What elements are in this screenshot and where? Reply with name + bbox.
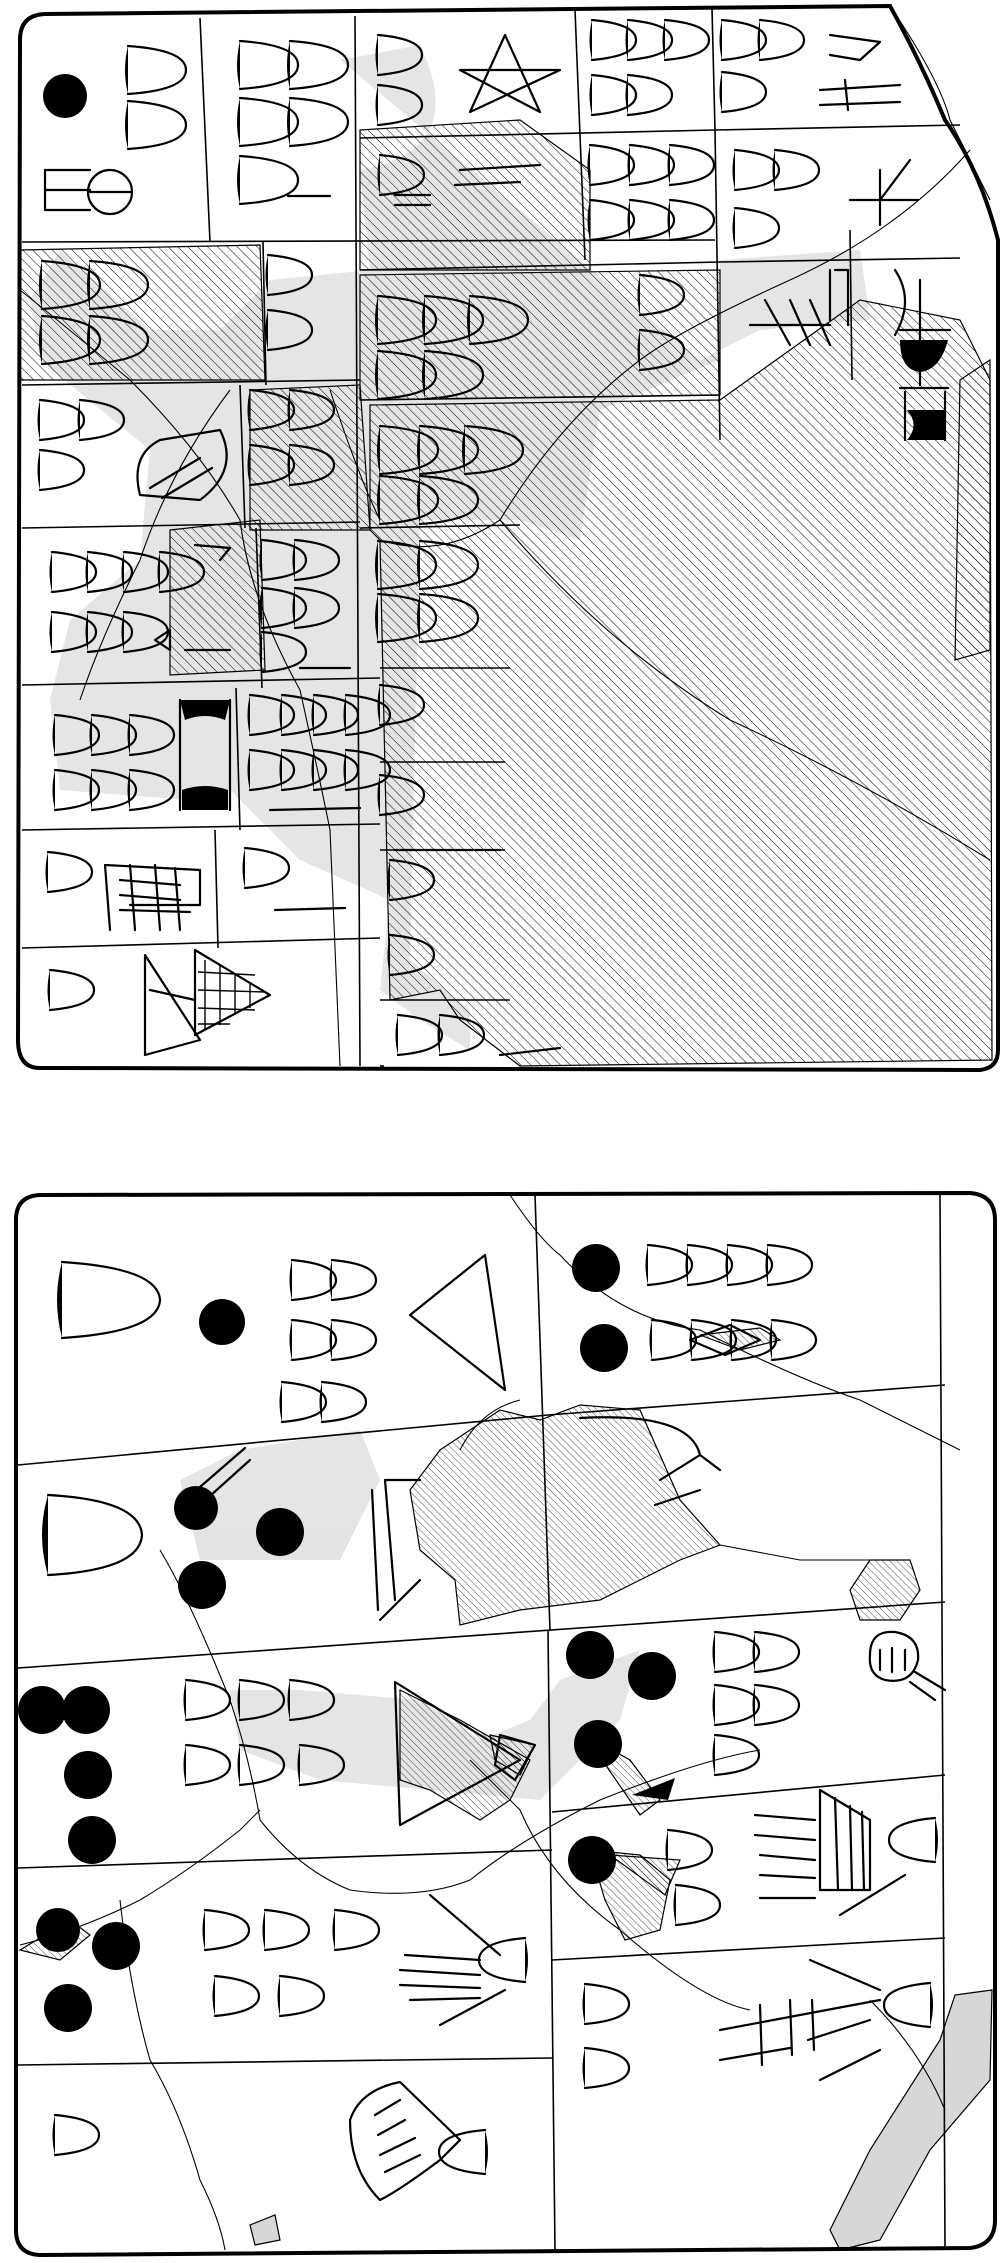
case-18 (258, 538, 352, 674)
reverse-case-rulings (17, 1194, 946, 2251)
case-27 (46, 948, 272, 1057)
case-22 (376, 683, 502, 852)
rev-case-3 (42, 1416, 722, 1622)
reverse-damaged-surface (18, 1327, 993, 2251)
case-28 (394, 1013, 562, 1057)
rev-case-8 (581, 1958, 935, 2090)
case-1 (43, 44, 188, 216)
case-23 (44, 850, 202, 932)
tablet-reverse (14, 1190, 997, 2258)
damaged-surface (19, 119, 993, 1067)
rev-case-5 (566, 1630, 947, 1800)
rev-case-6 (568, 1788, 940, 1927)
rev-case-1 (57, 1253, 507, 1424)
case-13 (893, 268, 952, 442)
obverse-outline (15, 3, 1000, 1073)
case-8 (731, 148, 920, 250)
case-4 (588, 18, 711, 117)
tablet-obverse (15, 3, 1000, 1073)
case-24 (241, 846, 347, 912)
rev-case-9 (51, 2080, 490, 2202)
rev-case-4 (18, 1678, 537, 1864)
case-7 (586, 143, 716, 242)
case-20 (51, 698, 232, 812)
case-14 (36, 398, 228, 502)
cracks (19, 5, 991, 1067)
case-2 (235, 39, 350, 206)
case-21 (246, 693, 392, 812)
case-5 (718, 18, 902, 114)
reverse-outline (14, 1190, 997, 2258)
reverse-cracks (19, 1194, 961, 2251)
case-6 (376, 153, 542, 207)
damage-shadow (30, 45, 870, 1050)
rev-case-2 (572, 1243, 818, 1372)
case-17 (48, 543, 232, 654)
rev-case-7 (36, 1893, 530, 2032)
case-3 (374, 33, 562, 127)
case-12 (748, 268, 850, 347)
